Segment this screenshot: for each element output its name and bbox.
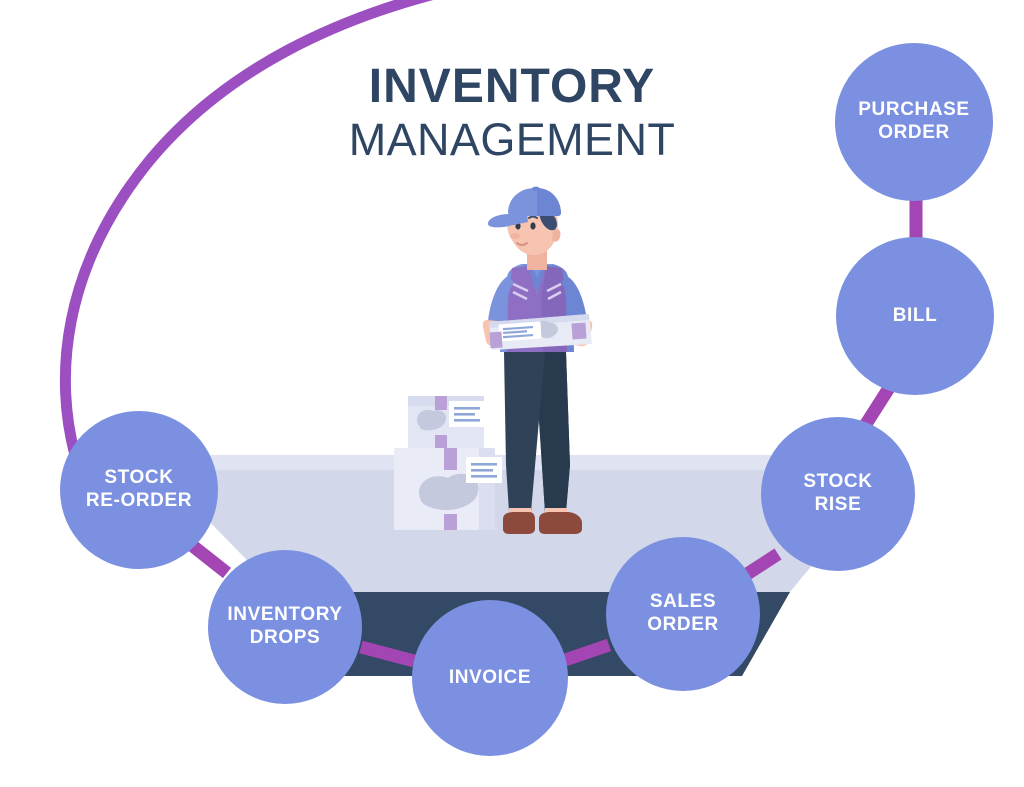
cycle-node-label: PURCHASE ORDER — [858, 99, 970, 143]
cycle-node-bill[interactable]: BILL — [836, 237, 994, 395]
worker-cap-button — [532, 186, 541, 191]
worker-cap-brim — [487, 214, 528, 228]
worker-cap-shade — [537, 188, 561, 216]
cycle-node-label: BILL — [892, 304, 938, 326]
package-large-label-line-1 — [471, 463, 497, 466]
cycle-node-sales-order[interactable]: SALES ORDER — [606, 537, 760, 691]
package-large-label-line-2 — [471, 469, 493, 472]
held-package-label-lines — [502, 325, 534, 339]
cycle-node-stock-re-order[interactable]: STOCK RE-ORDER — [60, 411, 218, 569]
package-large-label-line-3 — [471, 475, 497, 478]
worker-trousers-shade — [539, 352, 570, 512]
worker-eye-right — [530, 222, 536, 230]
worker-arm-left — [488, 276, 514, 333]
worker-ear — [552, 228, 561, 242]
held-package-tape-right — [571, 322, 587, 340]
cycle-node-invoice[interactable]: INVOICE — [412, 600, 568, 756]
cycle-node-label: STOCK RE-ORDER — [85, 467, 193, 511]
cycle-node-label: SALES ORDER — [647, 591, 719, 635]
worker-shoe-left — [503, 512, 535, 534]
package-small-blob — [417, 409, 447, 431]
worker-eyebrow-right — [528, 215, 538, 219]
connector-drops-to-reorder — [184, 537, 232, 579]
node-connectors — [184, 196, 923, 668]
package-small-label-line-2 — [454, 413, 475, 416]
worker-mouth — [516, 242, 528, 246]
held-package-tape-left — [489, 331, 503, 349]
connector-bill-to-stockrise — [860, 384, 895, 428]
package-large-blob — [419, 473, 479, 511]
worker-hair — [539, 211, 557, 231]
ring-arc-left — [59, 0, 434, 457]
package-large-tape-bottom — [444, 514, 457, 530]
package-small-tape-top — [435, 396, 447, 410]
connector-sales-to-invoice — [562, 638, 612, 667]
cycle-node-purchase-order[interactable]: PURCHASE ORDER — [835, 43, 993, 201]
connector-invoice-to-drops — [359, 640, 416, 668]
package-small-label-line-1 — [454, 407, 480, 410]
cycle-node-label: INVENTORY DROPS — [227, 604, 343, 648]
package-small-tape-bottom — [435, 435, 447, 448]
cycle-node-stock-rise[interactable]: STOCK RISE — [761, 417, 915, 571]
worker-cheek — [510, 233, 520, 239]
connector-stockrise-to-sales — [740, 548, 782, 582]
cycle-node-label: STOCK RISE — [803, 471, 873, 515]
cycle-node-label: INVOICE — [448, 666, 532, 688]
package-small-label-line-3 — [454, 419, 480, 422]
held-package — [489, 314, 592, 350]
worker-shoe-right — [539, 512, 582, 534]
worker-collar — [524, 264, 550, 292]
cycle-node-inventory-drops[interactable]: INVENTORY DROPS — [208, 550, 362, 704]
worker-character — [482, 186, 593, 534]
package-large-tape-top — [444, 448, 457, 470]
cycle-ring — [59, 0, 434, 457]
worker-vest-stripes — [512, 282, 562, 301]
stacked-packages — [394, 396, 502, 530]
